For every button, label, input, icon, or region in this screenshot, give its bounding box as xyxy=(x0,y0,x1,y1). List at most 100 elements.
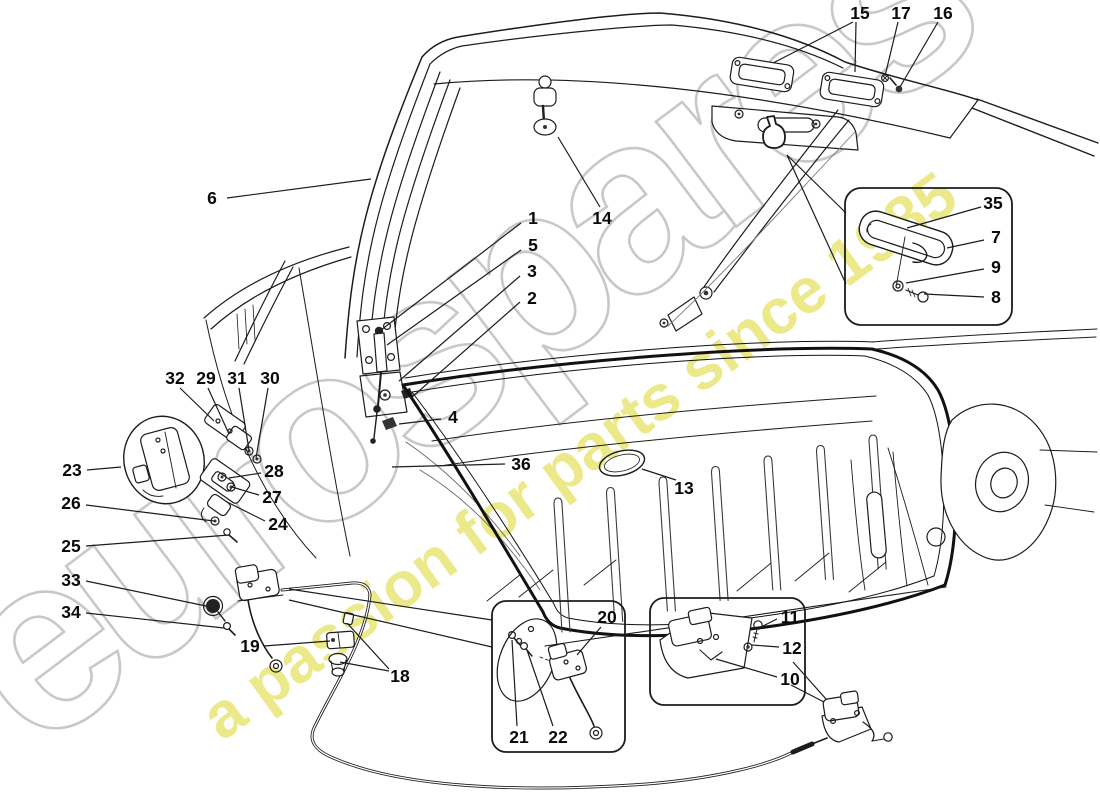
hinge-gas-strut xyxy=(356,316,413,444)
flap-latch-parts xyxy=(199,404,262,543)
leader-line-1 xyxy=(380,222,522,331)
part-number-15: 15 xyxy=(850,3,870,23)
part-number-1: 1 xyxy=(528,208,538,228)
leader-line-19 xyxy=(263,640,331,647)
part-number-36: 36 xyxy=(511,454,531,474)
part-number-9: 9 xyxy=(991,257,1001,277)
car-body-left xyxy=(203,246,541,591)
part-number-6: 6 xyxy=(207,188,217,208)
lid-striker-and-hook xyxy=(711,105,859,151)
leader-line-32 xyxy=(179,387,215,422)
part-number-3: 3 xyxy=(527,261,537,281)
leader-line-34 xyxy=(85,612,225,629)
leader-line-20 xyxy=(576,626,602,656)
inset-box-lock-actuator xyxy=(649,597,806,706)
leader-line-4 xyxy=(398,418,442,425)
leader-line-6 xyxy=(226,178,372,199)
part-number-32: 32 xyxy=(165,368,185,388)
part-number-27: 27 xyxy=(262,487,281,507)
leader-line-13 xyxy=(641,468,677,481)
leader-line-22 xyxy=(526,649,554,727)
inset-connector-line xyxy=(288,599,493,648)
part-number-16: 16 xyxy=(933,3,953,23)
grip-recess-13 xyxy=(598,449,646,477)
fuel-flap xyxy=(123,415,205,505)
part-number-30: 30 xyxy=(260,368,280,388)
leader-line-26 xyxy=(85,504,215,522)
leader-line-15 xyxy=(772,21,854,64)
part-number-7: 7 xyxy=(991,227,1001,247)
fender-right xyxy=(871,98,1099,586)
leader-line-25 xyxy=(85,534,230,547)
hinge-arm xyxy=(659,109,856,332)
part-number-22: 22 xyxy=(548,727,568,747)
part-number-31: 31 xyxy=(227,368,247,388)
leader-line-24 xyxy=(226,501,266,522)
leader-line-8 xyxy=(923,293,985,298)
leader-line-7 xyxy=(946,239,985,249)
leader-line-28 xyxy=(228,472,262,479)
part-number-21: 21 xyxy=(509,727,529,747)
buffer-part xyxy=(533,75,557,136)
part-number-4: 4 xyxy=(448,407,458,427)
cable-clip-parts xyxy=(326,612,355,677)
leader-line-27 xyxy=(231,486,260,496)
leader-line-12 xyxy=(751,644,780,648)
leader-line-35 xyxy=(906,206,982,229)
part-number-11: 11 xyxy=(781,607,800,627)
leader-line-17 xyxy=(884,21,899,77)
leader-line-11 xyxy=(760,618,778,628)
part-number-14: 14 xyxy=(592,208,612,228)
leader-line-29 xyxy=(207,387,230,435)
part-number-8: 8 xyxy=(991,287,1001,307)
leader-line-16 xyxy=(899,21,939,88)
part-number-2: 2 xyxy=(527,288,537,308)
leader-line-23 xyxy=(86,466,122,471)
part-number-18: 18 xyxy=(390,666,410,686)
trunk-interior xyxy=(431,395,947,647)
latch-rear-in-situ xyxy=(821,690,893,743)
leader-line-2 xyxy=(410,301,521,399)
part-number-35: 35 xyxy=(983,193,1003,213)
leader-line-33 xyxy=(85,580,207,607)
part-number-20: 20 xyxy=(597,607,617,627)
release-cable xyxy=(280,581,828,790)
leader-line-21 xyxy=(511,639,518,727)
leader-line-18 xyxy=(339,661,390,672)
part-number-19: 19 xyxy=(240,636,260,656)
leader-line-15 xyxy=(854,21,857,73)
leader-line-3 xyxy=(398,275,521,382)
lid-latch-plates xyxy=(729,56,903,108)
part-number-33: 33 xyxy=(61,570,81,590)
part-number-26: 26 xyxy=(61,493,81,513)
part-number-23: 23 xyxy=(62,460,82,480)
inset-connector-line xyxy=(792,661,827,700)
inset-connector-line xyxy=(786,154,847,285)
part-number-12: 12 xyxy=(782,638,802,658)
part-number-25: 25 xyxy=(61,536,81,556)
part-number-24: 24 xyxy=(268,514,288,534)
inset-connector-line xyxy=(288,588,493,621)
part-number-10: 10 xyxy=(780,669,800,689)
leader-line-10 xyxy=(715,658,778,678)
leader-line-9 xyxy=(905,268,985,284)
latch-in-situ xyxy=(234,564,284,673)
inset-connector-line xyxy=(786,154,847,214)
leader-line-36 xyxy=(391,463,506,468)
part-number-5: 5 xyxy=(528,235,538,255)
part-number-29: 29 xyxy=(196,368,216,388)
part-number-13: 13 xyxy=(674,478,694,498)
part-number-28: 28 xyxy=(264,461,284,481)
leader-line-30 xyxy=(255,387,269,459)
inset-box-latch-cable xyxy=(491,600,626,753)
inset-box-hook-bracket xyxy=(844,187,1013,326)
stud-16 xyxy=(889,77,903,93)
part-number-34: 34 xyxy=(61,602,81,622)
leader-line-14 xyxy=(557,136,601,208)
leader-line-5 xyxy=(386,249,522,346)
floor-ribs xyxy=(553,434,887,633)
inset-connector-line xyxy=(790,684,825,703)
